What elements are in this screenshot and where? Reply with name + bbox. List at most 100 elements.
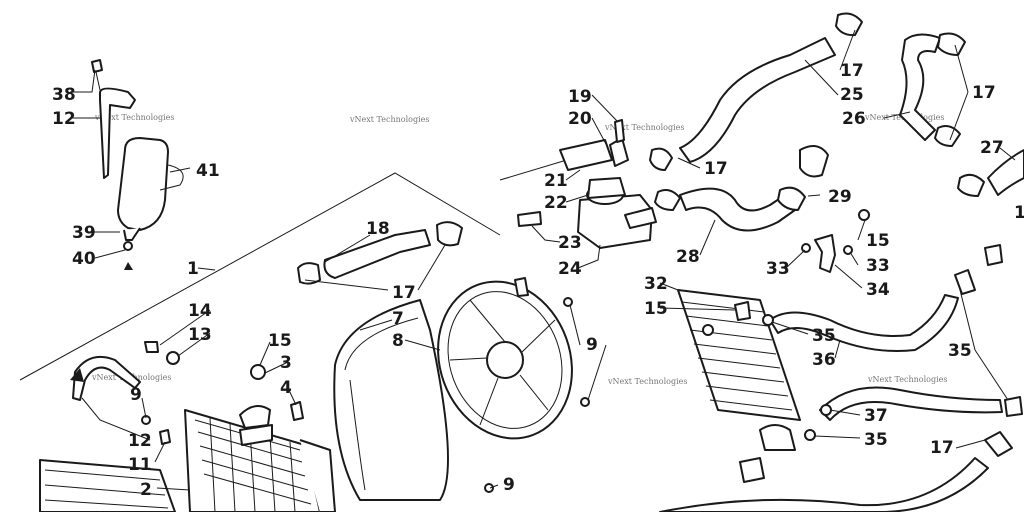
hose-25: [679, 37, 836, 163]
callouts: 38 12 41 39 40 1 14 13 15 3 4 9 12 11 2 …: [52, 61, 1024, 500]
clip-4: [290, 401, 304, 421]
callout-35-c: 35: [864, 430, 888, 450]
callout-25: 25: [840, 85, 864, 105]
callout-17-e: 17: [930, 438, 954, 458]
callout-1: 1: [187, 259, 199, 279]
callout-40: 40: [72, 249, 96, 269]
callout-20: 20: [568, 109, 592, 129]
fitting-37: [1004, 396, 1023, 417]
watermark: vNext Technologies: [94, 113, 174, 122]
callout-33-left: 33: [766, 259, 790, 279]
callout-35-a: 35: [812, 326, 836, 346]
clamp-17f: [934, 125, 961, 147]
clamp-17: [297, 262, 321, 285]
clamp-11: [159, 429, 171, 445]
coolant-reservoir: [91, 59, 184, 270]
callout-18: 18: [366, 219, 390, 239]
callout-39: 39: [72, 223, 96, 243]
callout-2: 2: [140, 480, 152, 500]
screw-9b: [580, 397, 590, 407]
grommet-14: [144, 341, 159, 353]
callout-23: 23: [558, 233, 582, 253]
callout-19: 19: [568, 87, 592, 107]
clamp-17g: [957, 173, 985, 197]
clamp-17h: [654, 189, 681, 211]
radiator: [39, 405, 336, 512]
callout-11: 11: [128, 455, 152, 475]
callout-4: 4: [280, 378, 292, 398]
hose-26: [899, 33, 941, 141]
drain-fitting: [739, 457, 765, 483]
callout-17-d: 17: [972, 83, 996, 103]
callout-7: 7: [392, 309, 404, 329]
nut-15: [858, 209, 870, 221]
bolt-33b: [801, 243, 811, 253]
hose-37: [819, 386, 1003, 421]
overflow-hose-12: [72, 356, 141, 401]
callout-9-bottom: 9: [503, 475, 515, 495]
watermark: vNext Technologies: [607, 377, 687, 386]
callout-14: 14: [188, 301, 212, 321]
callout-13: 13: [188, 325, 212, 345]
watermark: vNext Technologies: [867, 375, 947, 384]
grommet-13: [166, 351, 180, 365]
hose-tip: [70, 368, 84, 382]
bracket-34: [814, 234, 836, 273]
clamp-29: [777, 186, 806, 211]
callout-26: 26: [842, 109, 866, 129]
callout-32: 32: [644, 274, 668, 294]
clamp-17e: [937, 32, 966, 56]
callout-21: 21: [544, 171, 568, 191]
callout-34: 34: [866, 280, 890, 300]
callout-15: 15: [268, 331, 292, 351]
fan-shroud: [333, 299, 449, 501]
callout-1-edge: 1: [1014, 203, 1024, 223]
clamp-17d: [835, 12, 863, 37]
callout-15-cooler: 15: [644, 299, 668, 319]
callout-35-b: 35: [948, 341, 972, 361]
leader-lines: [70, 29, 1016, 491]
callout-28: 28: [676, 247, 700, 267]
fitting-35c: [804, 429, 816, 441]
callout-8: 8: [392, 331, 404, 351]
callout-37: 37: [864, 406, 888, 426]
hose-27: [987, 149, 1024, 196]
hose-36: [769, 294, 959, 352]
radiator-nut: [250, 364, 266, 380]
fitting-29: [799, 145, 829, 178]
callout-22: 22: [544, 193, 568, 213]
callout-9-mid: 9: [586, 335, 598, 355]
fitting-36: [954, 269, 976, 295]
callout-9-left: 9: [130, 385, 142, 405]
callout-36: 36: [812, 350, 836, 370]
thermostat-housing: [517, 119, 657, 249]
callout-15-right: 15: [866, 231, 890, 251]
callout-17-c: 17: [840, 61, 864, 81]
fitting-upper-right: [984, 244, 1003, 266]
clamp-17b: [436, 221, 463, 247]
assembly-bracket: [19, 172, 501, 381]
cooling-fan: [437, 277, 573, 440]
callout-24: 24: [558, 259, 582, 279]
callout-38: 38: [52, 85, 76, 105]
hose-28: [679, 187, 796, 232]
watermark: vNext Technologies: [604, 123, 684, 132]
fitting-35b: [820, 404, 832, 416]
screw-9a: [563, 297, 573, 307]
callout-27: 27: [980, 138, 1004, 158]
callout-12-lower: 12: [128, 431, 152, 451]
clamp-17c: [649, 147, 673, 171]
callout-33-right: 33: [866, 256, 890, 276]
callout-29: 29: [828, 187, 852, 207]
watermark: vNext Technologies: [349, 115, 429, 124]
callout-41: 41: [196, 161, 220, 181]
fitting-lower: [984, 431, 1013, 457]
hose-18: [323, 229, 431, 279]
lower-hose: [659, 457, 989, 512]
callout-12: 12: [52, 109, 76, 129]
callout-3: 3: [280, 353, 292, 373]
shroud-detail: [344, 317, 419, 491]
callout-17-b: 17: [704, 159, 728, 179]
